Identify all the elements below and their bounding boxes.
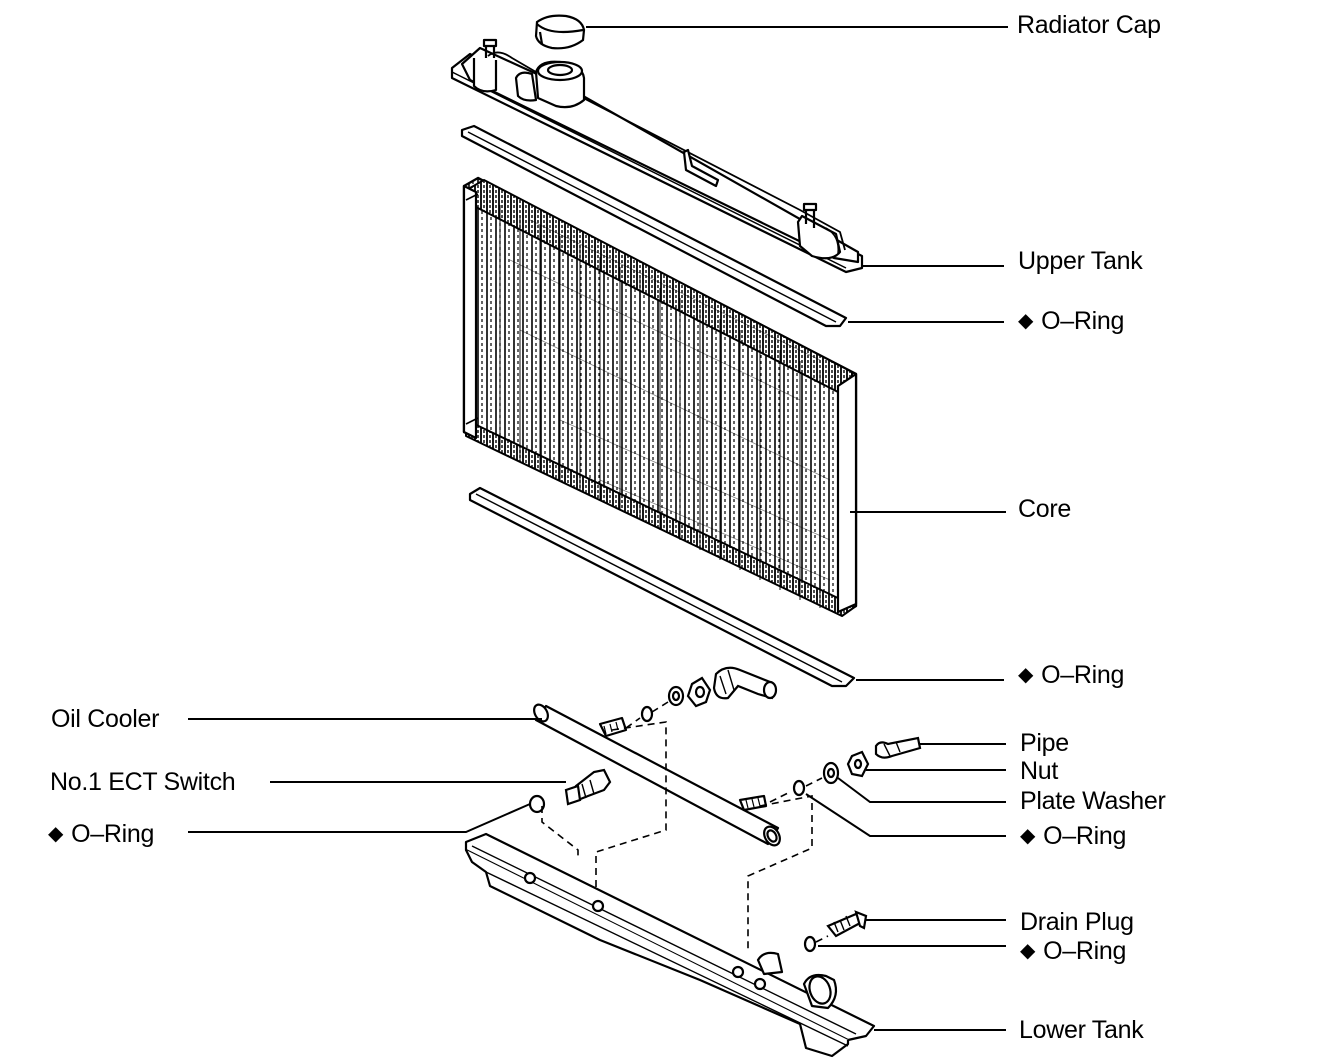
diamond-icon: ◆ [48,823,64,845]
label-core: Core [1018,495,1071,523]
label-o-ring-upper: ◆O–Ring [1018,307,1125,335]
upper-o-ring-part [460,124,848,328]
label-o-ring-washer: ◆O–Ring [1020,822,1127,850]
core-part [462,176,858,617]
label-oil-cooler: Oil Cooler [51,705,160,733]
upper-tank-part [450,38,864,274]
diamond-icon: ◆ [1018,664,1034,686]
assembly-dashed-lines [541,701,829,952]
label-o-ring-lower: ◆O–Ring [1018,661,1125,689]
ect-switch-part [564,768,612,806]
lower-o-ring-part [468,486,856,688]
drain-plug-part [826,910,868,938]
diamond-icon: ◆ [1020,825,1036,847]
diamond-icon: ◆ [1018,310,1034,332]
label-o-ring-ect: ◆O–Ring [48,820,155,848]
label-upper-tank: Upper Tank [1018,247,1143,275]
label-pipe: Pipe [1020,729,1069,757]
oil-cooler-part [533,703,781,847]
diamond-icon: ◆ [1020,940,1036,962]
upper-fitting-group [640,666,778,723]
pipe-part [874,736,922,759]
nut-part [846,750,870,778]
lower-tank-part [464,832,876,1058]
label-ect-switch: No.1 ECT Switch [50,768,236,796]
plate-washer-part [822,761,840,785]
label-plate-washer: Plate Washer [1020,787,1166,815]
label-o-ring-drain: ◆O–Ring [1020,937,1127,965]
radiator-cap-part [534,14,586,50]
label-nut: Nut [1020,757,1059,785]
label-drain-plug: Drain Plug [1020,908,1134,936]
label-lower-tank: Lower Tank [1019,1016,1144,1044]
o-ring-drain-part [803,935,817,953]
o-ring-washer-part [792,779,806,797]
label-radiator-cap: Radiator Cap [1017,11,1161,39]
leader-lines [188,26,1008,1031]
